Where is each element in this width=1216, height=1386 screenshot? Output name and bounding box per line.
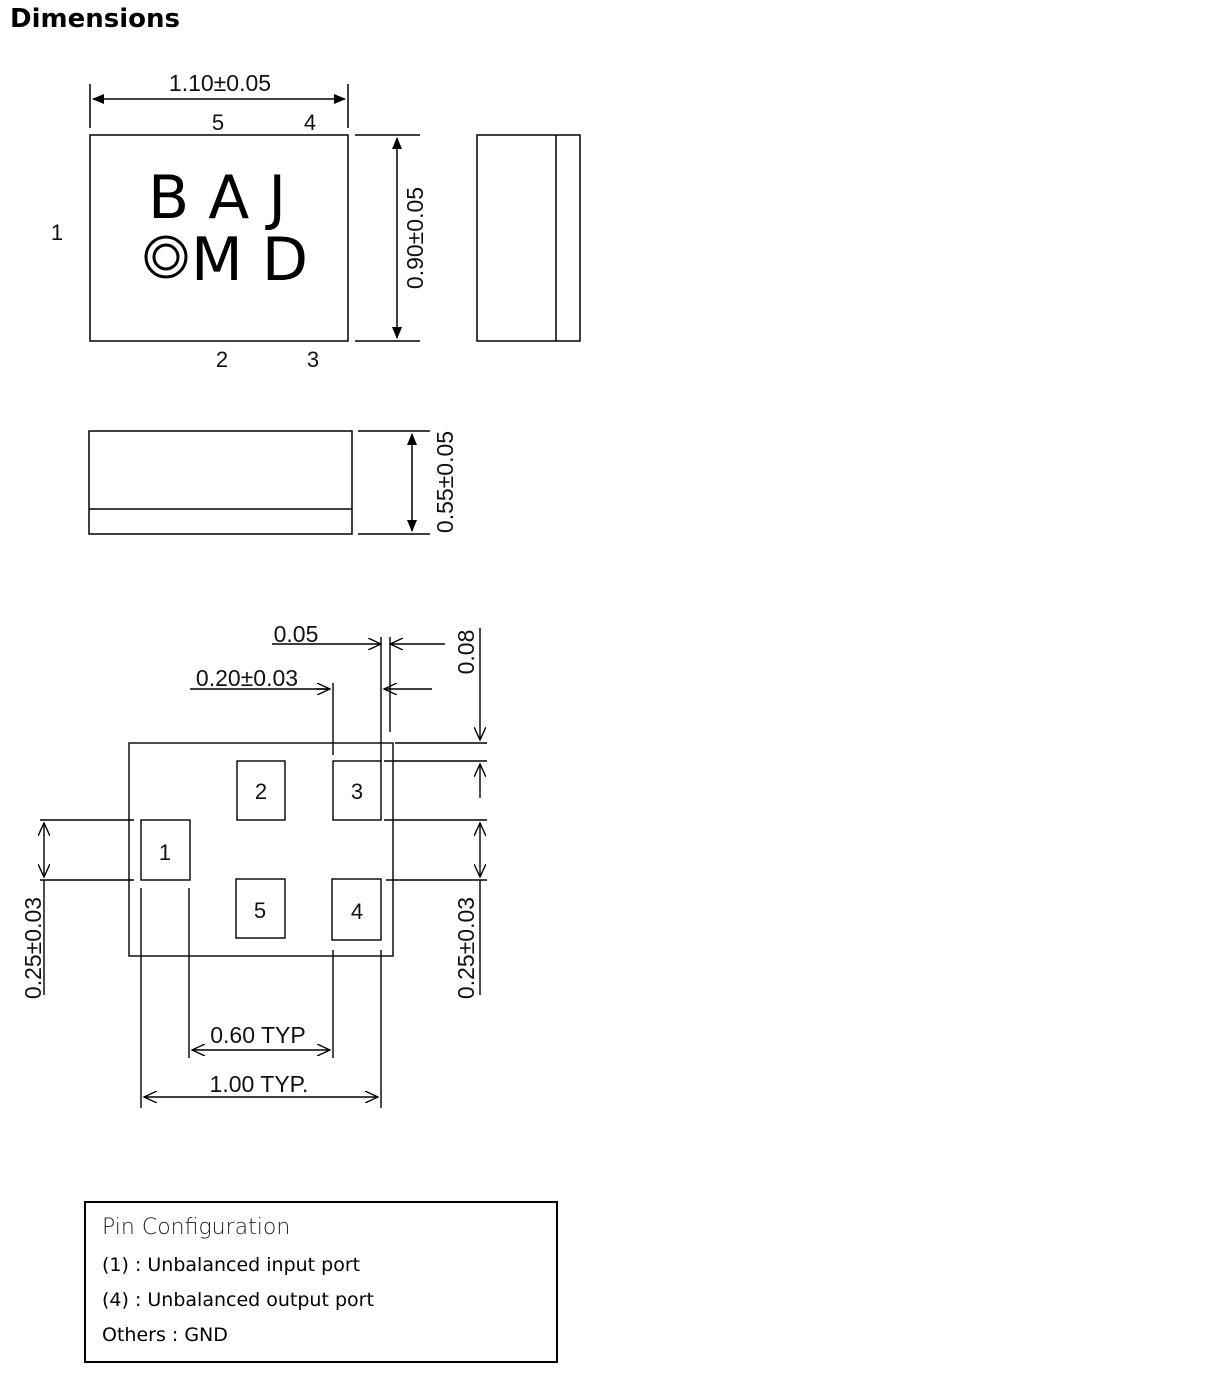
pin-configuration-title: Pin Configuration <box>102 1215 291 1240</box>
width-dimension-label: 1.10±0.05 <box>169 70 271 96</box>
pad-3-label: 3 <box>351 779 363 804</box>
top-view <box>89 84 420 342</box>
package-outline-side <box>476 134 581 342</box>
marking-line-2: M D <box>191 225 308 295</box>
marking-line-1: B A J <box>148 163 286 233</box>
pad-2-label: 2 <box>255 779 267 804</box>
front-view <box>88 430 430 535</box>
dim-0-05-label: 0.05 <box>274 621 319 647</box>
dim-span-label: 1.00 TYP. <box>210 1071 309 1097</box>
pin-config-row: (1) : Unbalanced input port <box>102 1254 361 1276</box>
side-view <box>476 134 581 342</box>
pad-4-label: 4 <box>351 899 363 924</box>
polarity-mark-icon <box>144 235 188 279</box>
height-dimension-label: 0.90±0.05 <box>402 187 428 289</box>
package-outline-bottom <box>128 742 394 957</box>
pad-1-label: 1 <box>159 840 171 865</box>
top-pin-5-label: 5 <box>212 110 224 135</box>
pin-configuration-box: Pin Configuration (1) : Unbalanced input… <box>84 1201 558 1363</box>
pad-3 <box>332 760 382 821</box>
dim-pad-width-label: 0.20±0.03 <box>196 665 298 691</box>
package-outline-front <box>88 430 353 535</box>
top-pin-1-label: 1 <box>51 220 63 245</box>
pad-1 <box>140 819 191 881</box>
top-pin-4-label: 4 <box>304 110 316 135</box>
thickness-dimension-label: 0.55±0.05 <box>432 431 458 533</box>
package-outline-top <box>89 134 349 342</box>
dim-pitch-label: 0.60 TYP <box>210 1022 305 1048</box>
pin-config-row: Others : GND <box>102 1324 228 1346</box>
dim-0-08-label: 0.08 <box>453 630 479 675</box>
bottom-view <box>40 628 487 1108</box>
dim-right-pad-label: 0.25±0.03 <box>453 897 479 999</box>
pad-4 <box>331 878 382 941</box>
pad-2 <box>236 760 286 821</box>
pad-5 <box>235 878 286 939</box>
page-title: Dimensions <box>10 4 180 34</box>
top-pin-2-label: 2 <box>216 347 228 372</box>
pin-config-row: (4) : Unbalanced output port <box>102 1289 374 1311</box>
top-pin-3-label: 3 <box>307 347 319 372</box>
pad-5-label: 5 <box>254 898 266 923</box>
dim-left-pad-label: 0.25±0.03 <box>20 897 46 999</box>
dimension-drawing: 1.10±0.05 5 4 1 2 3 0.90±0.05 B A J M D … <box>20 70 581 1108</box>
